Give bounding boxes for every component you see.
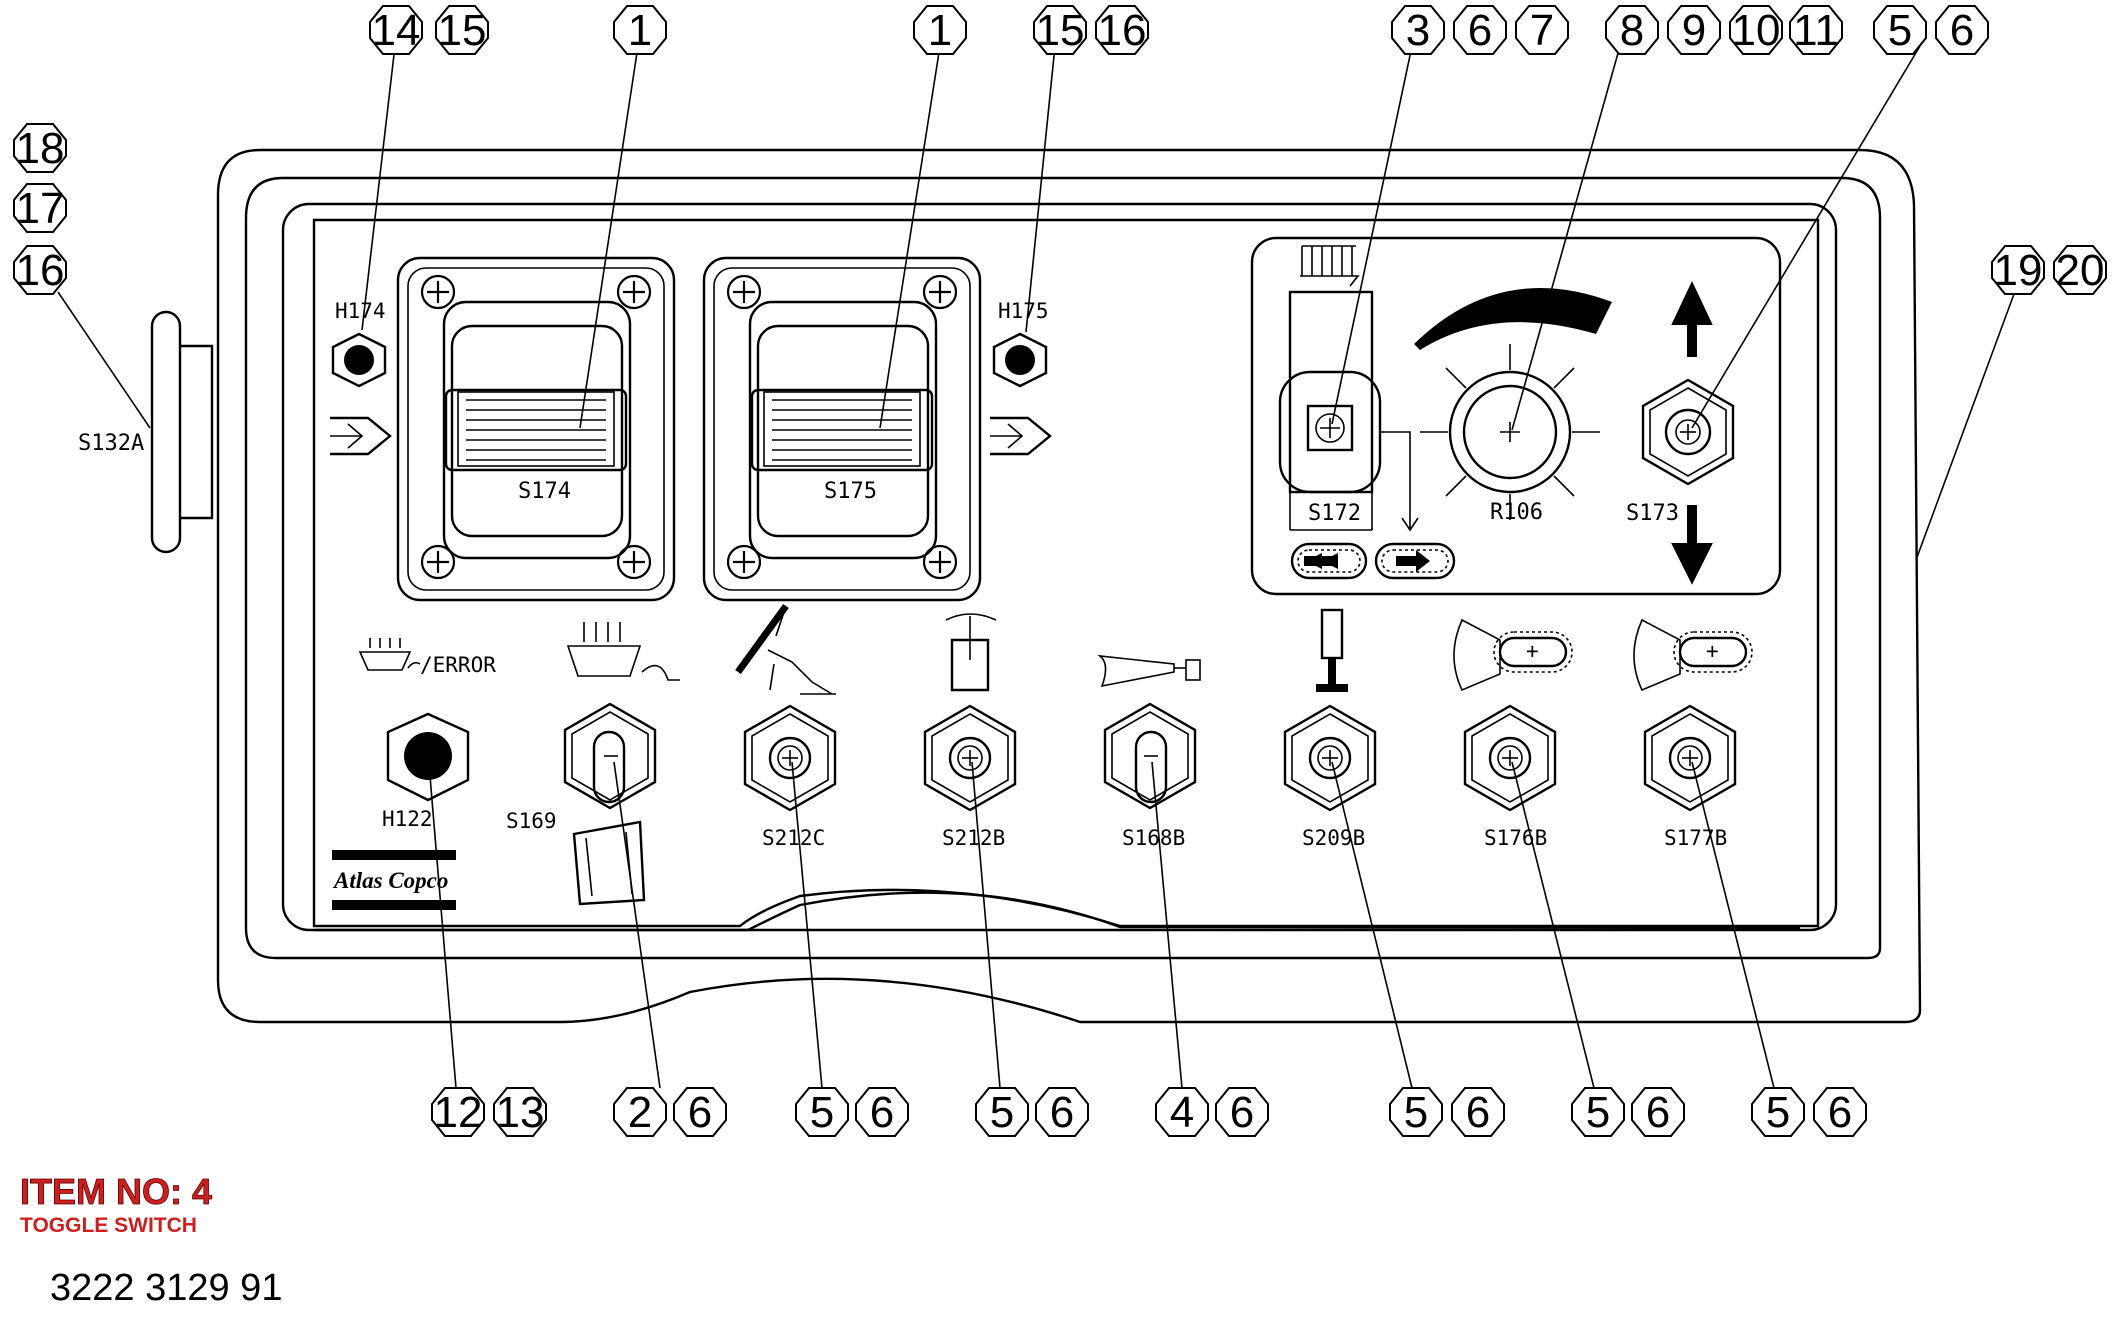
label-s177b: S177B [1664, 826, 1727, 850]
label-s209b: S209B [1302, 826, 1365, 850]
callout-bottom: 6 [1466, 1088, 1490, 1137]
item-description: TOGGLE SWITCH [20, 1214, 197, 1237]
callout-bottom: 5 [1404, 1088, 1428, 1137]
callout-top: 1 [928, 6, 952, 55]
callout-bottom: 4 [1170, 1088, 1194, 1137]
callout-bottom: 6 [1050, 1088, 1074, 1137]
label-s132a: S132A [78, 431, 144, 456]
callout-bottom: 6 [688, 1088, 712, 1137]
switch-s174-group: S174 H174 [330, 256, 676, 602]
callout-top: 15 [438, 6, 487, 55]
label-r106: R106 [1490, 500, 1543, 525]
svg-text:+: + [1526, 639, 1539, 663]
callout-bottom: 6 [1828, 1088, 1852, 1137]
item-info: ITEM NO: 4 TOGGLE SWITCH 3222 3129 91 [20, 1171, 283, 1309]
atlas-copco-logo: Atlas Copco [332, 868, 448, 893]
callout-top: 6 [1950, 6, 1974, 55]
right-subpanel: S172 R106 S173 [1250, 236, 1782, 596]
callout-bottom: 12 [434, 1088, 483, 1137]
callout-bottom: 5 [1586, 1088, 1610, 1137]
callout-left: 17 [16, 184, 65, 233]
label-s172: S172 [1308, 501, 1361, 526]
callout-top: 14 [372, 6, 421, 55]
label-error: /ERROR [420, 653, 496, 677]
callout-right: 19 [1994, 246, 2043, 295]
callouts-left: 18 17 16 [13, 123, 67, 295]
label-s173: S173 [1626, 501, 1679, 526]
callout-top: 1 [628, 6, 652, 55]
callouts-top: 14 15 1 1 15 16 3 6 7 8 9 10 11 5 6 [369, 5, 1989, 55]
svg-text:+: + [1706, 639, 1719, 663]
label-s169: S169 [506, 809, 557, 833]
label-s212c: S212C [762, 826, 825, 850]
callout-right: 20 [2056, 246, 2105, 295]
callout-left: 18 [16, 124, 65, 173]
callout-bottom: 5 [1766, 1088, 1790, 1137]
label-h174: H174 [335, 299, 386, 323]
callout-bottom: 5 [810, 1088, 834, 1137]
label-s168b: S168B [1122, 826, 1185, 850]
label-h122: H122 [382, 807, 433, 831]
panel-housing [150, 148, 1922, 1024]
part-number: 3222 3129 91 [50, 1267, 282, 1309]
callout-bottom: 5 [990, 1088, 1014, 1137]
callouts-right: 19 20 [1991, 245, 2107, 295]
callouts-bottom: 12 13 2 6 5 6 5 6 4 6 5 6 5 6 5 6 [431, 1087, 1867, 1137]
bottom-controls: H122 /ERROR Atlas Copco S169 S212C [332, 603, 1753, 910]
callout-top: 8 [1620, 6, 1644, 55]
label-s174: S174 [518, 479, 571, 504]
callout-top: 10 [1732, 6, 1781, 55]
callout-bottom: 6 [870, 1088, 894, 1137]
callout-bottom: 13 [496, 1088, 545, 1137]
callout-top: 5 [1888, 6, 1912, 55]
switch-s175-group: S175 H175 [702, 256, 1052, 602]
callout-bottom: 6 [1646, 1088, 1670, 1137]
item-number: ITEM NO: 4 [20, 1171, 212, 1212]
callout-top: 16 [1098, 6, 1147, 55]
callout-top: 7 [1530, 6, 1554, 55]
callout-top: 15 [1036, 6, 1085, 55]
label-s212b: S212B [942, 826, 1005, 850]
callout-top: 6 [1468, 6, 1492, 55]
label-s176b: S176B [1484, 826, 1547, 850]
callout-bottom: 6 [1230, 1088, 1254, 1137]
callout-left: 16 [16, 246, 65, 295]
callout-top: 3 [1406, 6, 1430, 55]
callout-top: 9 [1682, 6, 1706, 55]
callout-top: 11 [1793, 6, 1839, 55]
leader-lines [57, 45, 2015, 1089]
label-s175: S175 [824, 479, 877, 504]
label-h175: H175 [998, 299, 1049, 323]
callout-bottom: 2 [628, 1088, 652, 1137]
